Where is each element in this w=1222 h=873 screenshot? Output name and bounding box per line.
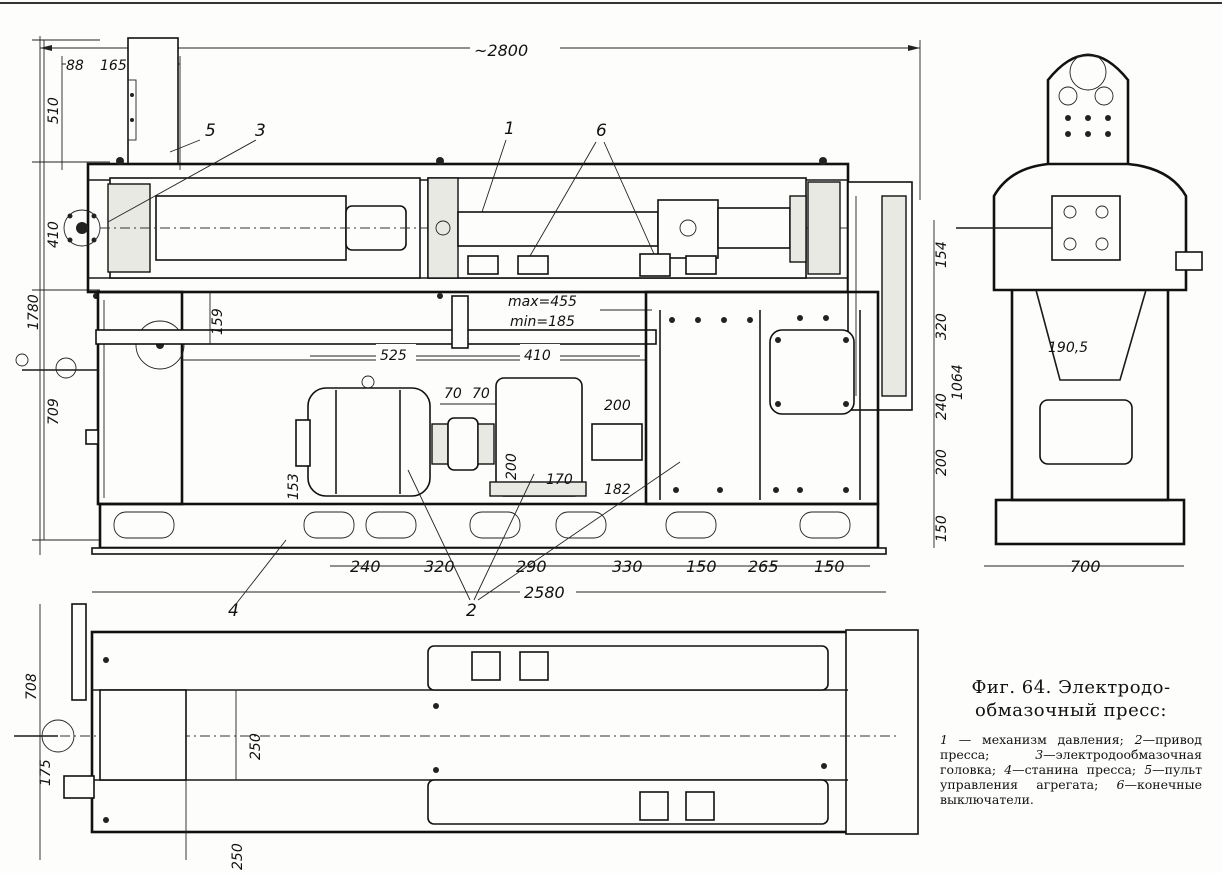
dim-plan-250b: 250 bbox=[230, 843, 246, 870]
dim-top-0: 88 bbox=[66, 58, 84, 74]
dim-left-510: 510 bbox=[46, 97, 62, 124]
dim-182: 182 bbox=[604, 482, 631, 498]
dim-side-width: 700 bbox=[1070, 557, 1101, 576]
dim-plan-250: 250 bbox=[248, 733, 264, 760]
dim-right-320: 320 bbox=[934, 313, 950, 340]
dim-left-410: 410 bbox=[46, 221, 62, 248]
dim-525: 525 bbox=[380, 348, 407, 364]
part-label-5: 5 bbox=[205, 121, 216, 141]
dim-159: 159 bbox=[210, 308, 226, 335]
dim-stroke-max: max=455 bbox=[508, 294, 577, 310]
dim-plan-708: 708 bbox=[24, 673, 40, 700]
dim-overall-length: ~2800 bbox=[474, 41, 528, 60]
front-view: ~2800 88 165 265 510 410 1780 709 bbox=[15, 36, 966, 621]
part-label-3: 3 bbox=[255, 121, 266, 141]
part-label-4: 4 bbox=[228, 601, 239, 621]
motor bbox=[307, 387, 431, 497]
part-label-2: 2 bbox=[466, 601, 477, 621]
dim-70a: 70 bbox=[444, 386, 462, 402]
dim-170a: 200 bbox=[504, 453, 520, 480]
dim-base-length: 2580 bbox=[524, 583, 565, 602]
figure-title: Фиг. 64. Электродо-обмазочный пресс: bbox=[971, 677, 1171, 721]
legend-item-3: 3—электродообмазочная головка; bbox=[940, 747, 1202, 777]
dim-right-150: 150 bbox=[934, 515, 950, 542]
left-column bbox=[96, 290, 184, 506]
dim-410: 410 bbox=[524, 348, 551, 364]
legend-item-4: 4—станина пресса; bbox=[1004, 762, 1137, 777]
side-view: 190,5 700 bbox=[956, 53, 1203, 576]
dim-200: 153 bbox=[286, 473, 302, 500]
figure-legend: 1 — механизм давления; 2—привод пресса; … bbox=[940, 732, 1202, 807]
dim-153: 200 bbox=[604, 398, 631, 414]
dim-plan-175: 175 bbox=[38, 759, 54, 786]
part-label-1: 1 bbox=[504, 119, 515, 139]
plan-view: 708 175 250 250 bbox=[14, 603, 919, 870]
part-label-6: 6 bbox=[596, 121, 607, 141]
dim-170b: 170 bbox=[546, 472, 573, 488]
dim-bottom-240: 240 bbox=[350, 557, 381, 576]
dim-side-190-5: 190,5 bbox=[1048, 340, 1088, 356]
dim-right-200: 200 bbox=[934, 449, 950, 476]
dim-bottom-150b: 150 bbox=[814, 557, 845, 576]
dim-right-240: 240 bbox=[934, 393, 950, 420]
dim-bottom-290: 290 bbox=[516, 557, 547, 576]
dim-left-1780: 1780 bbox=[26, 294, 42, 330]
legend-item-1: 1 — механизм давления; bbox=[940, 732, 1124, 747]
control-console bbox=[127, 37, 179, 165]
dim-bottom-265: 265 bbox=[748, 557, 779, 576]
dim-bottom-330: 330 bbox=[612, 557, 643, 576]
press-base bbox=[98, 502, 880, 550]
dim-right-1064: 1064 bbox=[950, 364, 966, 400]
figure-caption: Фиг. 64. Электродо-обмазочный пресс: 1 —… bbox=[940, 676, 1202, 807]
dim-stroke-min: min=185 bbox=[510, 314, 575, 330]
legend-item-5: 5—пульт управления агрегата; bbox=[940, 762, 1202, 792]
dim-right-154: 154 bbox=[934, 241, 950, 268]
plan-pulley bbox=[845, 629, 919, 835]
legend-item-6: 6—конечные выключатели. bbox=[940, 777, 1202, 807]
dim-left-709: 709 bbox=[46, 398, 62, 425]
dim-bottom-150a: 150 bbox=[686, 557, 717, 576]
dim-70b: 70 bbox=[472, 386, 490, 402]
dim-bottom-320: 320 bbox=[424, 557, 455, 576]
legend-item-2: 2—привод пресса; bbox=[940, 732, 1202, 762]
dim-top-1: 165 bbox=[100, 58, 127, 74]
